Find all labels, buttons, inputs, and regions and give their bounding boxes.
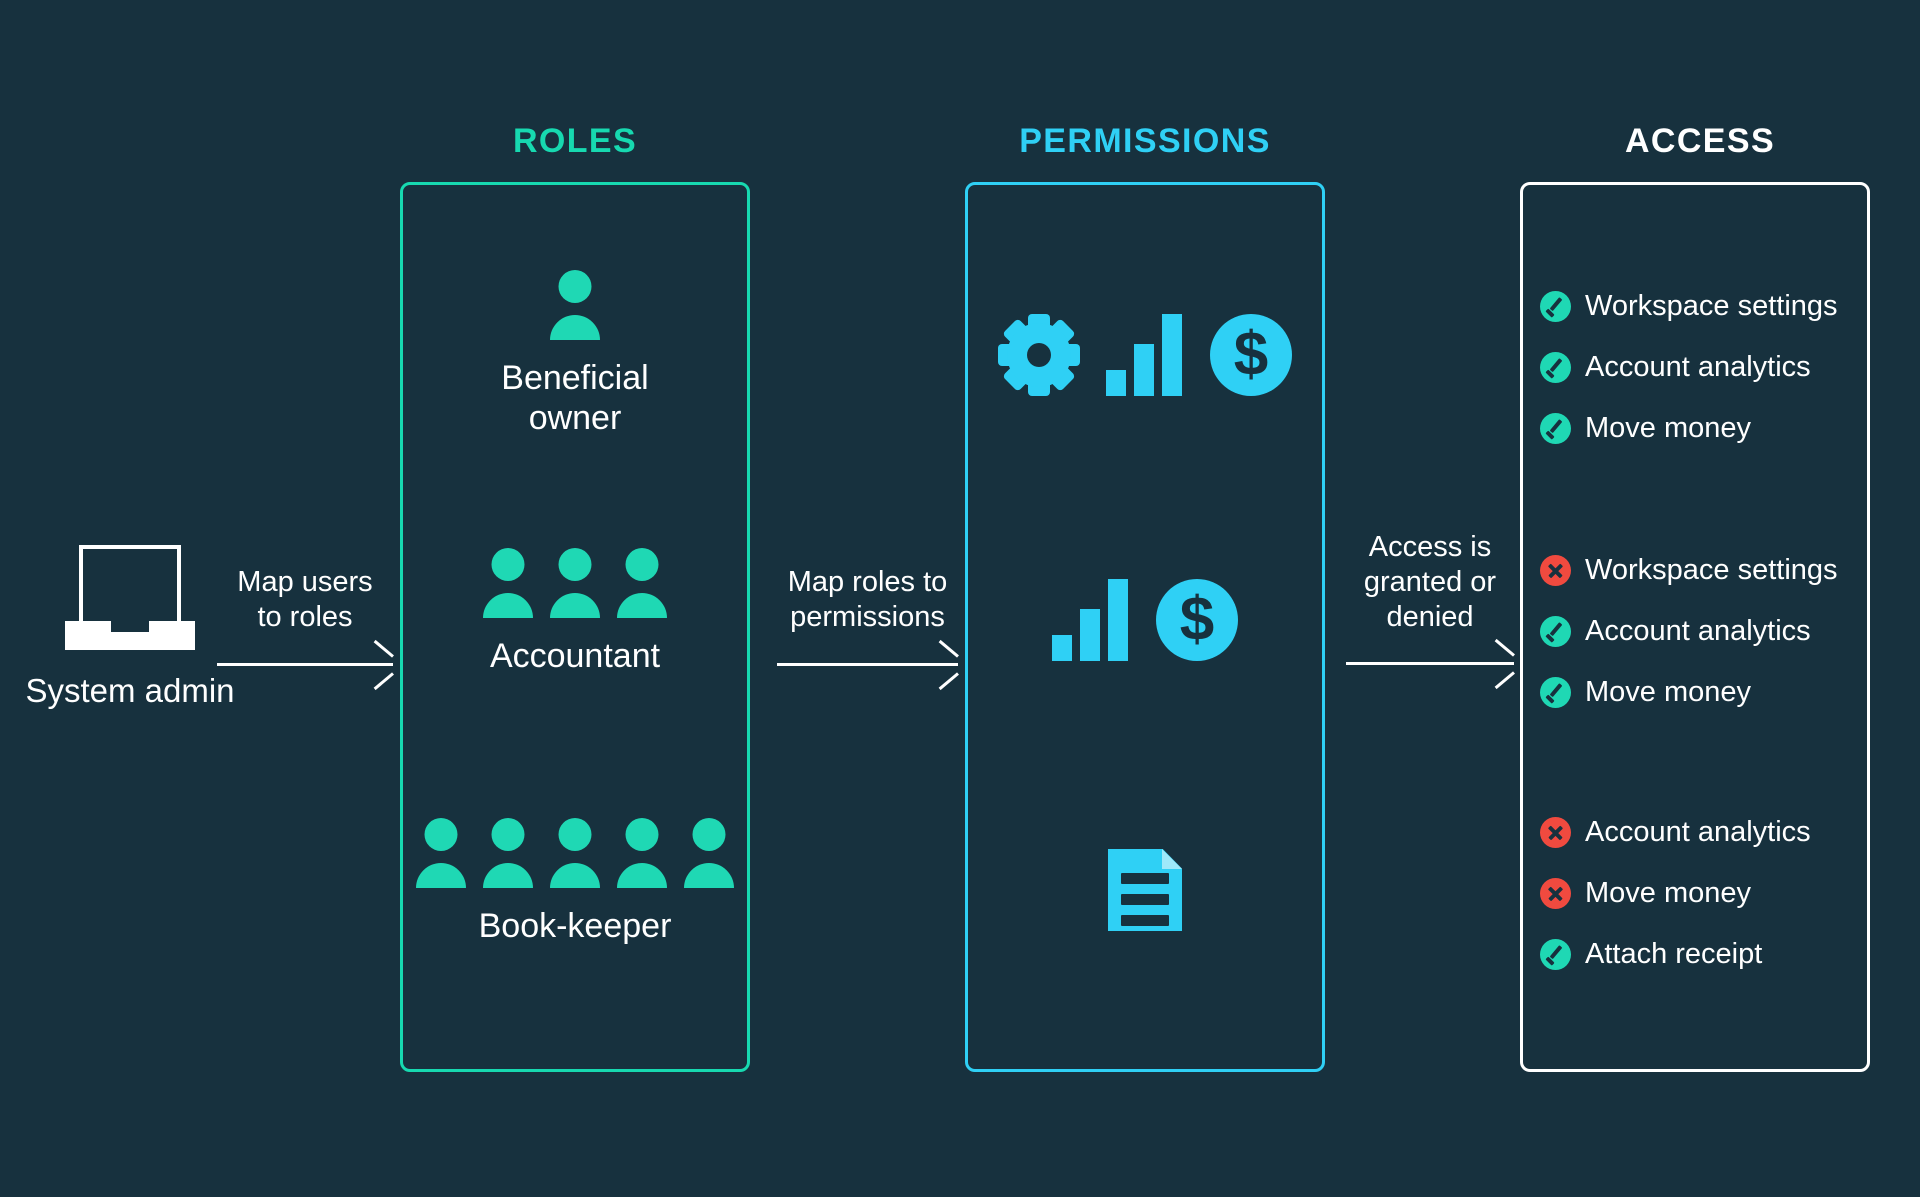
bar-chart-icon <box>1106 314 1184 396</box>
access-label: Workspace settings <box>1585 290 1838 322</box>
x-circle-icon <box>1540 878 1571 909</box>
person-icon <box>613 818 671 888</box>
role-group-beneficial-owner: Beneficial owner <box>400 270 750 438</box>
access-label: Move money <box>1585 676 1752 708</box>
access-panel <box>1520 182 1870 1072</box>
connector-caption: Map roles to permissions <box>787 566 948 633</box>
system-admin-block: System admin <box>20 545 240 711</box>
connector-users-to-roles: Map users to roles <box>200 565 410 690</box>
access-row: Move money <box>1540 662 1880 723</box>
person-icon <box>479 548 537 618</box>
role-group-accountant: Accountant <box>400 548 750 676</box>
person-icon <box>479 818 537 888</box>
check-circle-icon <box>1540 352 1571 383</box>
access-row: Account analytics <box>1540 802 1880 863</box>
arrow-right-icon <box>760 639 975 690</box>
access-label: Attach receipt <box>1585 938 1763 970</box>
access-label: Move money <box>1585 412 1752 444</box>
role-label: Book-keeper <box>478 907 672 945</box>
person-icon <box>546 818 604 888</box>
people-icons <box>400 818 750 888</box>
column-heading-permissions: PERMISSIONS <box>1019 122 1271 160</box>
check-circle-icon <box>1540 939 1571 970</box>
role-label: Accountant <box>489 637 661 675</box>
gear-icon <box>998 314 1080 396</box>
connector-access-result: Access is granted or denied <box>1330 530 1530 690</box>
column-heading-roles: ROLES <box>512 122 638 160</box>
person-icon <box>546 548 604 618</box>
x-circle-icon <box>1540 817 1571 848</box>
person-icon <box>613 548 671 618</box>
dollar-symbol: $ <box>1233 320 1269 389</box>
dollar-coin-icon: $ <box>1210 314 1292 396</box>
permission-group-1: $ <box>965 300 1325 410</box>
access-label: Workspace settings <box>1585 554 1838 586</box>
access-row: Workspace settings <box>1540 540 1880 601</box>
column-heading-access: ACCESS <box>1624 122 1776 160</box>
access-label: Account analytics <box>1585 615 1811 647</box>
document-icon <box>1108 849 1182 931</box>
laptop-icon <box>65 545 195 650</box>
laptop-screen <box>79 545 181 623</box>
person-icon <box>680 818 738 888</box>
permission-group-3 <box>965 835 1325 945</box>
person-icon <box>412 818 470 888</box>
roles-panel <box>400 182 750 1072</box>
system-admin-label: System admin <box>25 672 235 709</box>
arrow-right-icon <box>1330 639 1530 690</box>
access-row: Workspace settings <box>1540 276 1880 337</box>
check-circle-icon <box>1540 413 1571 444</box>
access-row: Move money <box>1540 398 1880 459</box>
x-circle-icon <box>1540 555 1571 586</box>
laptop-base <box>65 621 195 650</box>
permission-group-2: $ <box>965 565 1325 675</box>
check-circle-icon <box>1540 291 1571 322</box>
check-circle-icon <box>1540 677 1571 708</box>
permissions-panel <box>965 182 1325 1072</box>
access-row: Account analytics <box>1540 337 1880 398</box>
access-label: Account analytics <box>1585 351 1811 383</box>
dollar-symbol: $ <box>1179 585 1215 654</box>
connector-roles-to-permissions: Map roles to permissions <box>760 565 975 690</box>
access-row: Attach receipt <box>1540 924 1880 985</box>
arrow-right-icon <box>200 639 410 690</box>
access-label: Move money <box>1585 877 1752 909</box>
connector-caption: Map users to roles <box>237 566 373 633</box>
people-icons <box>400 270 750 340</box>
people-icons <box>400 548 750 618</box>
check-circle-icon <box>1540 616 1571 647</box>
access-row: Move money <box>1540 863 1880 924</box>
bar-chart-icon <box>1052 579 1130 661</box>
access-row: Account analytics <box>1540 601 1880 662</box>
connector-caption: Access is granted or denied <box>1363 531 1497 633</box>
role-group-book-keeper: Book-keeper <box>400 818 750 946</box>
person-icon <box>546 270 604 340</box>
access-label: Account analytics <box>1585 816 1811 848</box>
dollar-coin-icon: $ <box>1156 579 1238 661</box>
role-label: Beneficial owner <box>501 359 649 438</box>
